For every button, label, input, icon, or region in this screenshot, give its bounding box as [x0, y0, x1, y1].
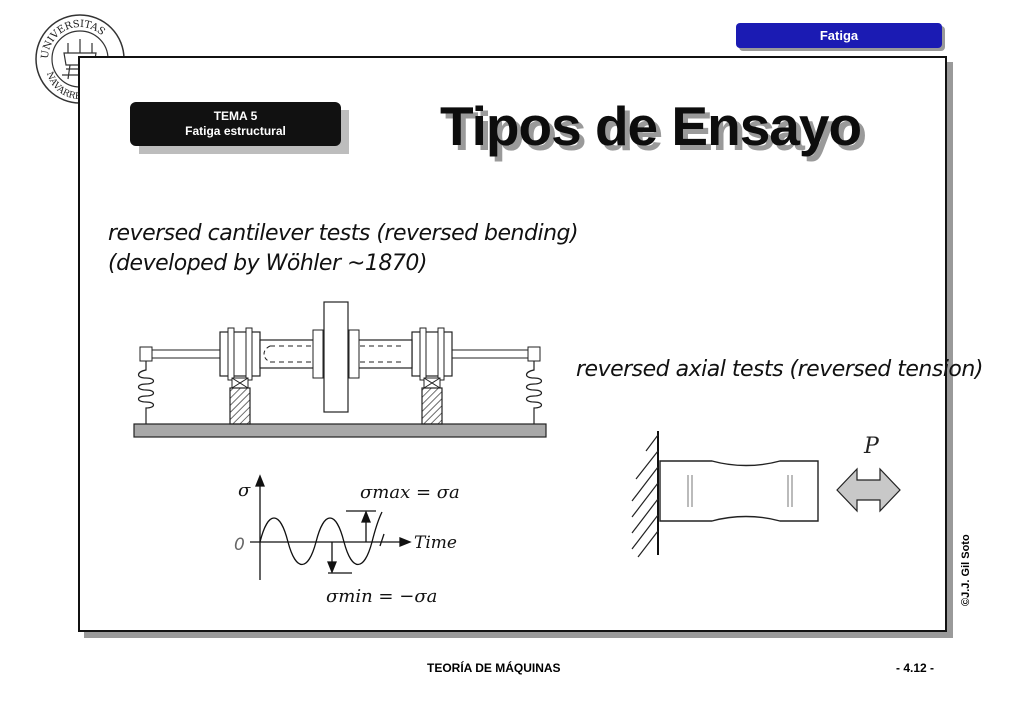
tema-box: TEMA 5 Fatiga estructural [130, 102, 341, 146]
axial-test-specimen-diagram: P [631, 431, 901, 558]
axial-test-caption: reversed axial tests (reversed tension) [576, 357, 983, 382]
slide-title: Tipos de Ensayo [440, 95, 862, 157]
tema-subtitle: Fatiga estructural [185, 124, 286, 138]
cantilever-test-rig-diagram [133, 301, 547, 438]
footer-page-number: - 4.12 - [896, 661, 935, 675]
svg-text:σ: σ [238, 480, 251, 501]
svg-text:0: 0 [234, 535, 245, 555]
cantilever-caption-line2: (developed by Wöhler ~1870) [108, 251, 428, 276]
tema-number: TEMA 5 [213, 109, 258, 123]
svg-text:σmax = σa: σmax = σa [360, 482, 460, 503]
section-tab: Fatiga [736, 23, 942, 48]
svg-text:P: P [863, 434, 880, 459]
svg-text:σmin = −σa: σmin = −σa [326, 586, 437, 607]
footer-course: TEORÍA DE MÁQUINAS [427, 661, 561, 675]
svg-text:Time: Time [414, 533, 457, 553]
cantilever-caption-line1: reversed cantilever tests (reversed bend… [108, 221, 579, 246]
copyright-vertical: ©J.J. Gil Soto [960, 534, 972, 606]
stress-time-graph: σ 0 Time σmax = σa σmin = −σa [234, 474, 460, 607]
